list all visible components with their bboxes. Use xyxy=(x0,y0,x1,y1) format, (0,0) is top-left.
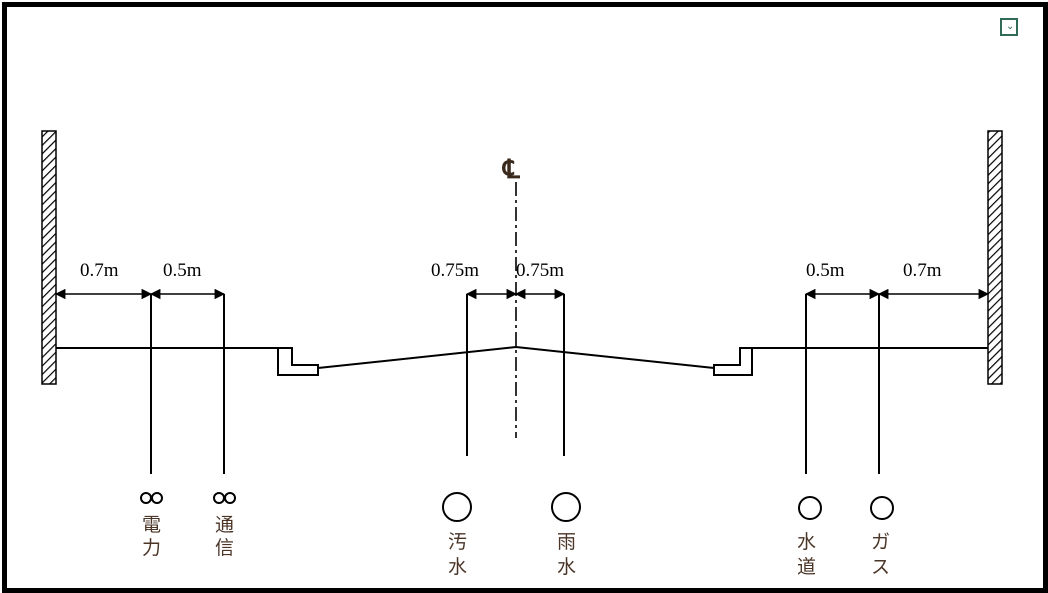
right-curb xyxy=(713,347,753,376)
water-label-2: 道 xyxy=(797,556,816,578)
dim-label-left-outer: 0.7m xyxy=(80,260,119,281)
power-label-2: 力 xyxy=(142,537,161,559)
power-label-1: 電 xyxy=(142,514,161,536)
sewage-label-1: 汚 xyxy=(448,531,467,553)
dim-label-right-outer: 0.7m xyxy=(903,260,942,281)
gas-pipe-icon xyxy=(870,496,894,520)
sewage-label-2: 水 xyxy=(448,556,467,578)
telecom-label-2: 信 xyxy=(215,537,234,559)
road-crown xyxy=(317,345,715,369)
telecom-label-1: 通 xyxy=(215,514,234,536)
dim-label-left-inner: 0.5m xyxy=(163,260,202,281)
power-cable-icon xyxy=(140,492,163,504)
water-label-1: 水 xyxy=(797,531,816,553)
rainwater-label-1: 雨 xyxy=(557,531,576,553)
left-wall xyxy=(41,130,57,385)
dim-label-center-right: 0.75m xyxy=(516,260,564,281)
water-pipe-icon xyxy=(798,496,822,520)
right-wall xyxy=(987,130,1003,385)
gas-label-1: ガ xyxy=(871,531,890,553)
dim-label-center-left: 0.75m xyxy=(431,260,479,281)
dim-label-right-inner: 0.5m xyxy=(806,260,845,281)
rainwater-pipe-icon xyxy=(551,492,581,522)
sewage-pipe-icon xyxy=(442,492,472,522)
centerline-label: ℄ xyxy=(502,155,521,184)
gas-label-2: ス xyxy=(871,556,890,578)
rainwater-label-2: 水 xyxy=(557,556,576,578)
expand-icon[interactable]: ⌄ xyxy=(1000,18,1018,36)
left-curb xyxy=(277,347,319,376)
telecom-cable-icon xyxy=(213,492,236,504)
